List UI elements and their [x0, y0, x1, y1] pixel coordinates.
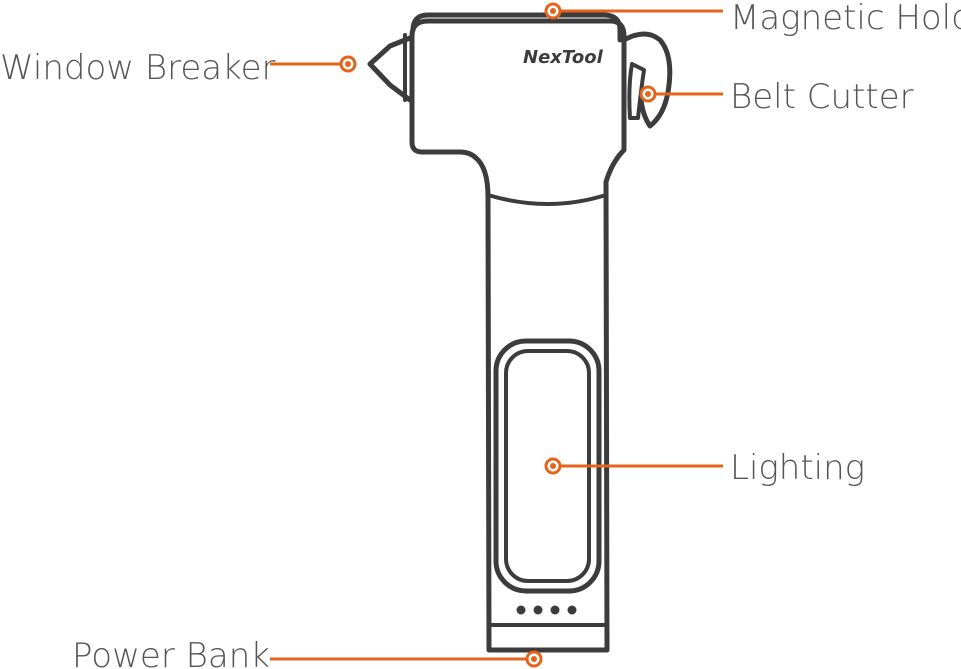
marker-dot — [345, 61, 351, 67]
marker-dot — [550, 463, 556, 469]
marker-dot — [550, 8, 556, 14]
indicator-dot — [550, 605, 560, 615]
safety-hammer: NexTool — [367, 12, 673, 653]
callout-power-bank: Power Bank — [72, 636, 543, 669]
window-breaker-spike — [367, 35, 413, 103]
marker-dot — [531, 656, 537, 662]
label-magnetic-hold: Magnetic Hold — [730, 0, 961, 38]
belt-cutter-blade — [627, 62, 646, 120]
label-power-bank: Power Bank — [72, 636, 270, 669]
label-lighting: Lighting — [730, 448, 865, 488]
label-window-breaker: Window Breaker — [0, 48, 276, 88]
indicator-dot — [533, 605, 543, 615]
callout-magnetic-hold: Magnetic Hold — [544, 0, 961, 38]
callout-window-breaker: Window Breaker — [0, 48, 357, 88]
callout-belt-cutter: Belt Cutter — [639, 77, 914, 117]
callout-lighting: Lighting — [544, 448, 865, 488]
belt-cutter-hook — [621, 31, 673, 129]
indicator-dot — [516, 605, 526, 615]
marker-dot — [645, 91, 651, 97]
hammer-body — [409, 18, 627, 653]
brand-logo: NexTool — [523, 47, 604, 68]
head-seam — [486, 193, 608, 206]
label-belt-cutter: Belt Cutter — [730, 77, 914, 117]
indicator-dot — [567, 605, 577, 615]
battery-indicator — [516, 605, 577, 615]
